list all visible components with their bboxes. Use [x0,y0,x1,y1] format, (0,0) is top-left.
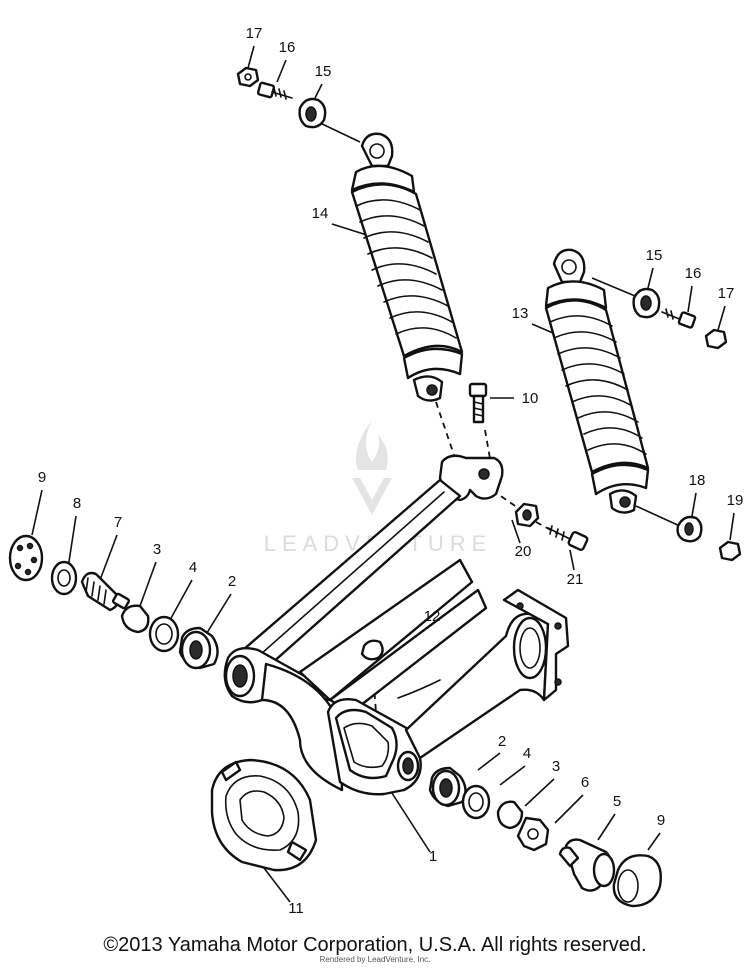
bearing-2-right [428,766,467,808]
bolt-21 [547,525,589,551]
rear-shock-absorber-14 [350,132,464,402]
callout-c18: 18 [689,472,706,489]
callout-c10: 10 [522,390,539,407]
callout-c4b: 4 [523,745,531,762]
leader-lines [31,45,735,903]
callout-c15a: 15 [315,63,332,80]
copyright-notice: ©2013 Yamaha Motor Corporation, U.S.A. A… [103,934,647,956]
callout-c1: 1 [429,848,437,865]
callout-c3b: 3 [552,758,560,775]
callout-c2a: 2 [228,573,236,590]
oil-seal-4-right [461,784,491,820]
lock-washer-6 [516,816,550,852]
oil-seal-4-left [148,615,180,653]
callout-c4a: 4 [189,559,197,576]
callout-c5: 5 [613,793,621,810]
callout-c14: 14 [312,205,329,222]
callout-c17a: 17 [246,25,263,42]
bolt-10 [468,382,488,424]
nut-20 [514,502,540,528]
rear-shock-absorber-13 [544,248,650,514]
callout-c6: 6 [581,774,589,791]
callout-c17b: 17 [718,285,735,302]
collar-18 [676,515,703,543]
callout-c3a: 3 [153,541,161,558]
bolt-16-right [661,308,697,329]
nut-17-right [704,328,728,350]
callout-c9b: 9 [657,812,665,829]
thrust-cover-3-right [496,800,524,830]
callout-c15b: 15 [646,247,663,264]
callout-c16a: 16 [279,39,296,56]
nut-8 [50,560,78,596]
bushing-15-right [632,287,661,319]
callout-c16b: 16 [685,265,702,282]
callout-c7: 7 [114,514,122,531]
callout-c13: 13 [512,305,529,322]
cap-9-left [8,534,44,582]
thrust-cover-3-left [120,604,150,634]
rear-swingarm-1 [223,454,570,796]
bearing-2-left [178,626,219,670]
callout-c21: 21 [567,571,584,588]
cap-9-right [612,854,662,908]
callout-c8: 8 [73,495,81,512]
pivot-shaft-7 [80,571,131,612]
nut-19 [718,540,742,562]
chain-case-11 [210,758,318,872]
callout-c19: 19 [727,492,744,509]
cap-12 [360,639,384,661]
bolt-16-top [256,81,293,100]
bushing-15-top [298,97,327,129]
callout-c11: 11 [288,900,304,917]
pivot-shaft-5 [558,838,616,892]
rendered-by-credit: Rendered by LeadVenture, Inc. [319,955,431,964]
callout-c2b: 2 [498,733,506,750]
callout-c9a: 9 [38,469,46,486]
callout-c20: 20 [515,543,532,560]
callout-c12: 12 [424,608,441,625]
nut-17-top [236,66,260,88]
